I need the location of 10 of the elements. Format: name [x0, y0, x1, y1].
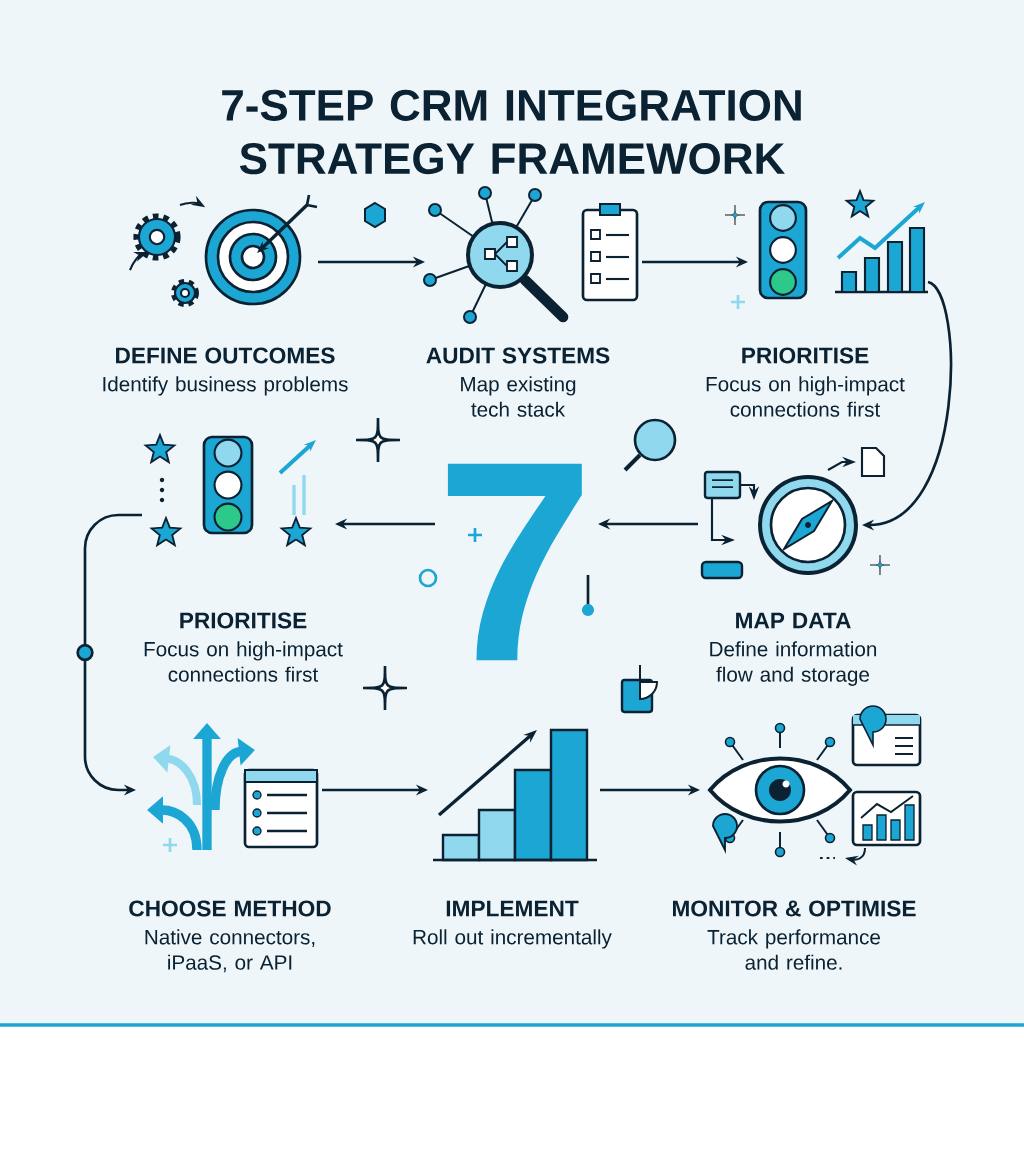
- step-text: PRIORITISE Focus on high-impact connections first: [144, 612, 343, 682]
- step-text: AUDIT SYSTEMS Map existing tech stack: [426, 347, 610, 417]
- step-text: CHOOSE METHOD Native connectors, iPaaS, or API: [129, 900, 331, 973]
- step-text: PRIORITISE Focus on high-impact connections first: [706, 347, 905, 417]
- step-text: IMPLEMENT Roll out incrementally: [413, 900, 612, 949]
- title: 7-STEP CRM INTEGRATION STRATEGY FRAMEWORK: [222, 89, 801, 175]
- step-text: DEFINE OUTCOMES Identify business problems: [103, 347, 348, 396]
- step-text: MAP DATA Define information flow and storage: [710, 612, 877, 686]
- step-text: MONITOR & OPTIMISE Track performance and refine.: [673, 900, 916, 970]
- big-numeral: 7: [447, 463, 582, 661]
